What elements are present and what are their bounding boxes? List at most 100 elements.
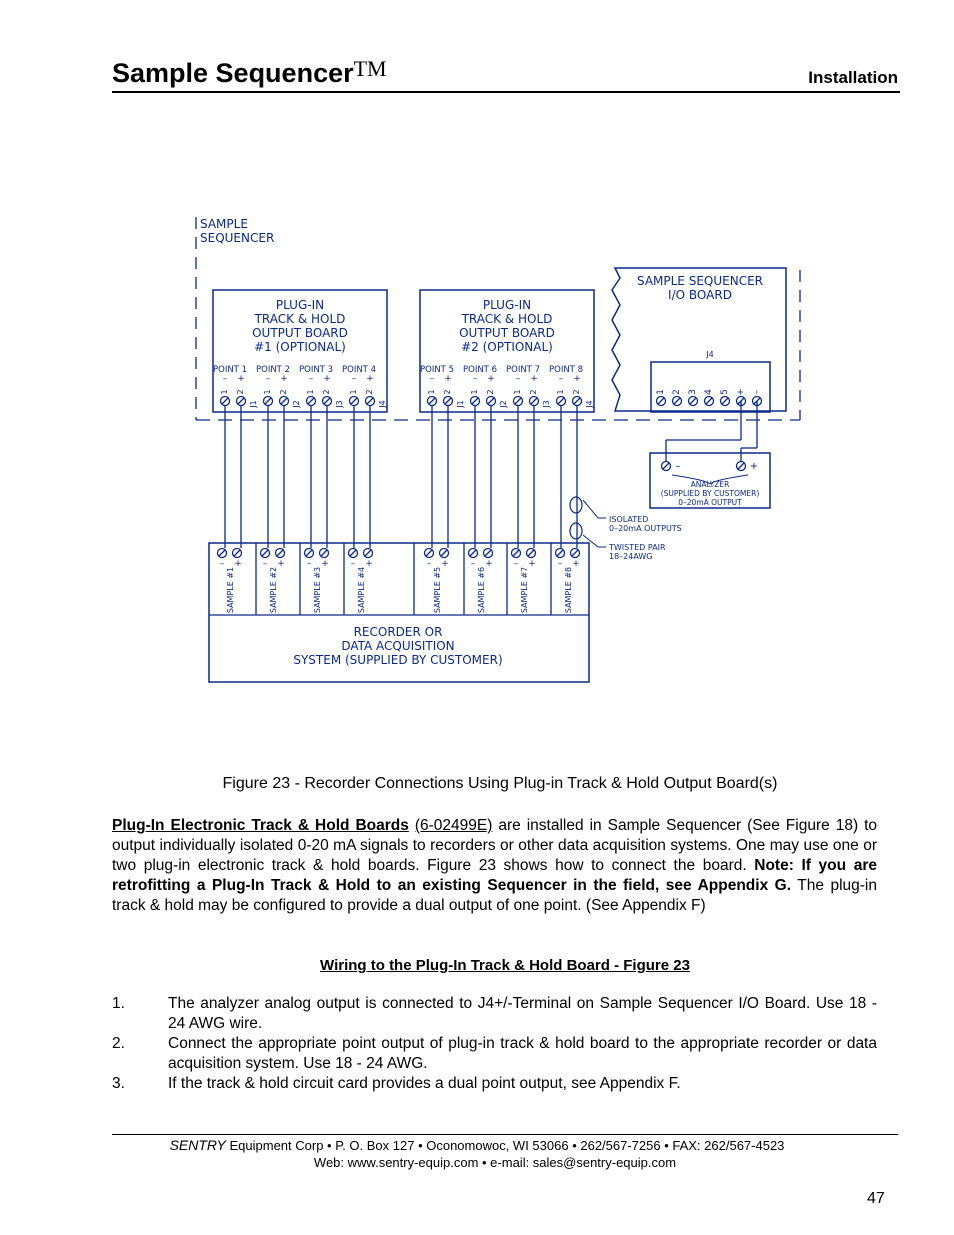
callout-leader [582, 499, 606, 519]
footer-address: SENTRY Equipment Corp • P. O. Box 127 • … [0, 1137, 954, 1153]
sample-label: SAMPLE #7 [520, 567, 529, 613]
recorder-label: DATA ACQUISITION [341, 639, 454, 653]
analyzer-label: 0–20mA OUTPUT [678, 498, 742, 507]
pin-label: 1 [220, 389, 229, 394]
polarity-minus: – [427, 559, 432, 569]
trademark-symbol: TM [353, 56, 387, 81]
j4-label: J4 [705, 350, 713, 359]
jack-label: J4 [378, 400, 387, 408]
screw-slot [280, 397, 288, 405]
screw-slot [689, 397, 697, 405]
pin-label: 2 [529, 389, 538, 394]
wiring-subheading: Wiring to the Plug-In Track & Hold Board… [320, 957, 690, 974]
callout-label: TWISTED PAIR [608, 543, 666, 552]
jack-label: J3 [335, 400, 344, 408]
screw-slot [307, 397, 315, 405]
twisted-pair-icon [569, 522, 583, 540]
recorder-label: RECORDER OR [354, 625, 443, 639]
io-terminal-label: 5 [720, 389, 730, 395]
screw-slot [737, 462, 745, 470]
pin-label: 2 [572, 389, 581, 394]
screw-slot [571, 549, 579, 557]
enclosure-label: SAMPLE [200, 217, 248, 231]
point-label: POINT 3 [299, 365, 333, 375]
screw-slot [657, 397, 665, 405]
page-title: Sample SequencerTM [112, 56, 387, 88]
board-title-line: #2 (OPTIONAL) [461, 340, 553, 354]
twisted-pair-icon [569, 496, 583, 514]
track-hold-board-1 [212, 289, 388, 413]
screw-slot [425, 549, 433, 557]
sample-label: SAMPLE #3 [313, 567, 322, 613]
retrofit-note: Note: If you are retrofitting a Plug-In … [112, 857, 877, 894]
screw-slot [428, 397, 436, 405]
screw-slot [237, 397, 245, 405]
polarity-plus: + [323, 374, 331, 384]
callout-label: 18–24AWG [609, 552, 653, 561]
screw-slot [305, 549, 313, 557]
polarity-plus: + [321, 559, 329, 569]
screw-slot [276, 549, 284, 557]
point-label: POINT 1 [213, 365, 247, 375]
screw-slot [527, 549, 535, 557]
screw-slot [557, 397, 565, 405]
analyzer-label: ANALYZER [691, 480, 730, 489]
pin-label: 2 [279, 389, 288, 394]
polarity-plus: + [530, 374, 538, 384]
polarity-plus: + [277, 559, 285, 569]
screw-slot [233, 549, 241, 557]
step-item: 3. If the track & hold circuit card provi… [112, 1074, 877, 1094]
jack-label: J3 [542, 400, 551, 408]
sample-label: SAMPLE #4 [357, 567, 366, 613]
enclosure-label: SEQUENCER [200, 231, 274, 245]
polarity-plus: + [528, 559, 536, 569]
analyzer-box [649, 452, 771, 509]
polarity-minus: – [351, 559, 356, 569]
part-number: (6-02499E) [414, 817, 493, 834]
screw-slot [366, 397, 374, 405]
figure-caption: Figure 23 - Recorder Connections Using P… [222, 775, 778, 792]
screw-slot [484, 549, 492, 557]
polarity-minus: – [307, 559, 312, 569]
pin-label: 2 [365, 389, 374, 394]
polarity-minus: – [559, 374, 564, 384]
analyzer-minus: – [676, 461, 681, 472]
step-item: 2.Connect the appropriate point output o… [112, 1034, 877, 1074]
screw-slot [721, 397, 729, 405]
polarity-minus: – [430, 374, 435, 384]
sample-label: SAMPLE #8 [564, 567, 573, 613]
intro-paragraph: Plug-In Electronic Track & Hold Boards (… [112, 816, 877, 916]
io-terminal-label: 1 [656, 389, 666, 395]
step-text: If the track & hold circuit card provide… [168, 1075, 681, 1092]
header-rule [112, 91, 900, 93]
pin-label: 1 [349, 389, 358, 394]
screw-slot [471, 397, 479, 405]
sample-label: SAMPLE #1 [226, 567, 235, 613]
screw-slot [264, 397, 272, 405]
screw-slot [573, 397, 581, 405]
pin-label: 1 [556, 389, 565, 394]
polarity-plus: + [237, 374, 245, 384]
pin-label: 2 [236, 389, 245, 394]
polarity-plus: + [234, 559, 242, 569]
screw-slot [487, 397, 495, 405]
point-label: POINT 4 [342, 365, 376, 375]
point-label: POINT 5 [420, 365, 454, 375]
polarity-minus: – [220, 559, 225, 569]
polarity-plus: + [366, 374, 374, 384]
screw-slot [469, 549, 477, 557]
board-title-line: TRACK & HOLD [254, 312, 346, 326]
screw-slot [662, 462, 670, 470]
io-terminal-label: 3 [688, 389, 698, 395]
step-number: 3. [112, 1075, 125, 1092]
polarity-plus: + [444, 374, 452, 384]
screw-slot [444, 397, 452, 405]
polarity-plus: + [365, 559, 373, 569]
polarity-minus: – [266, 374, 271, 384]
step-number: 2. [112, 1035, 125, 1052]
screw-slot [349, 549, 357, 557]
point-label: POINT 2 [256, 365, 290, 375]
step-text: The analyzer analog output is connected … [168, 995, 877, 1032]
page-number: 47 [867, 1190, 885, 1207]
